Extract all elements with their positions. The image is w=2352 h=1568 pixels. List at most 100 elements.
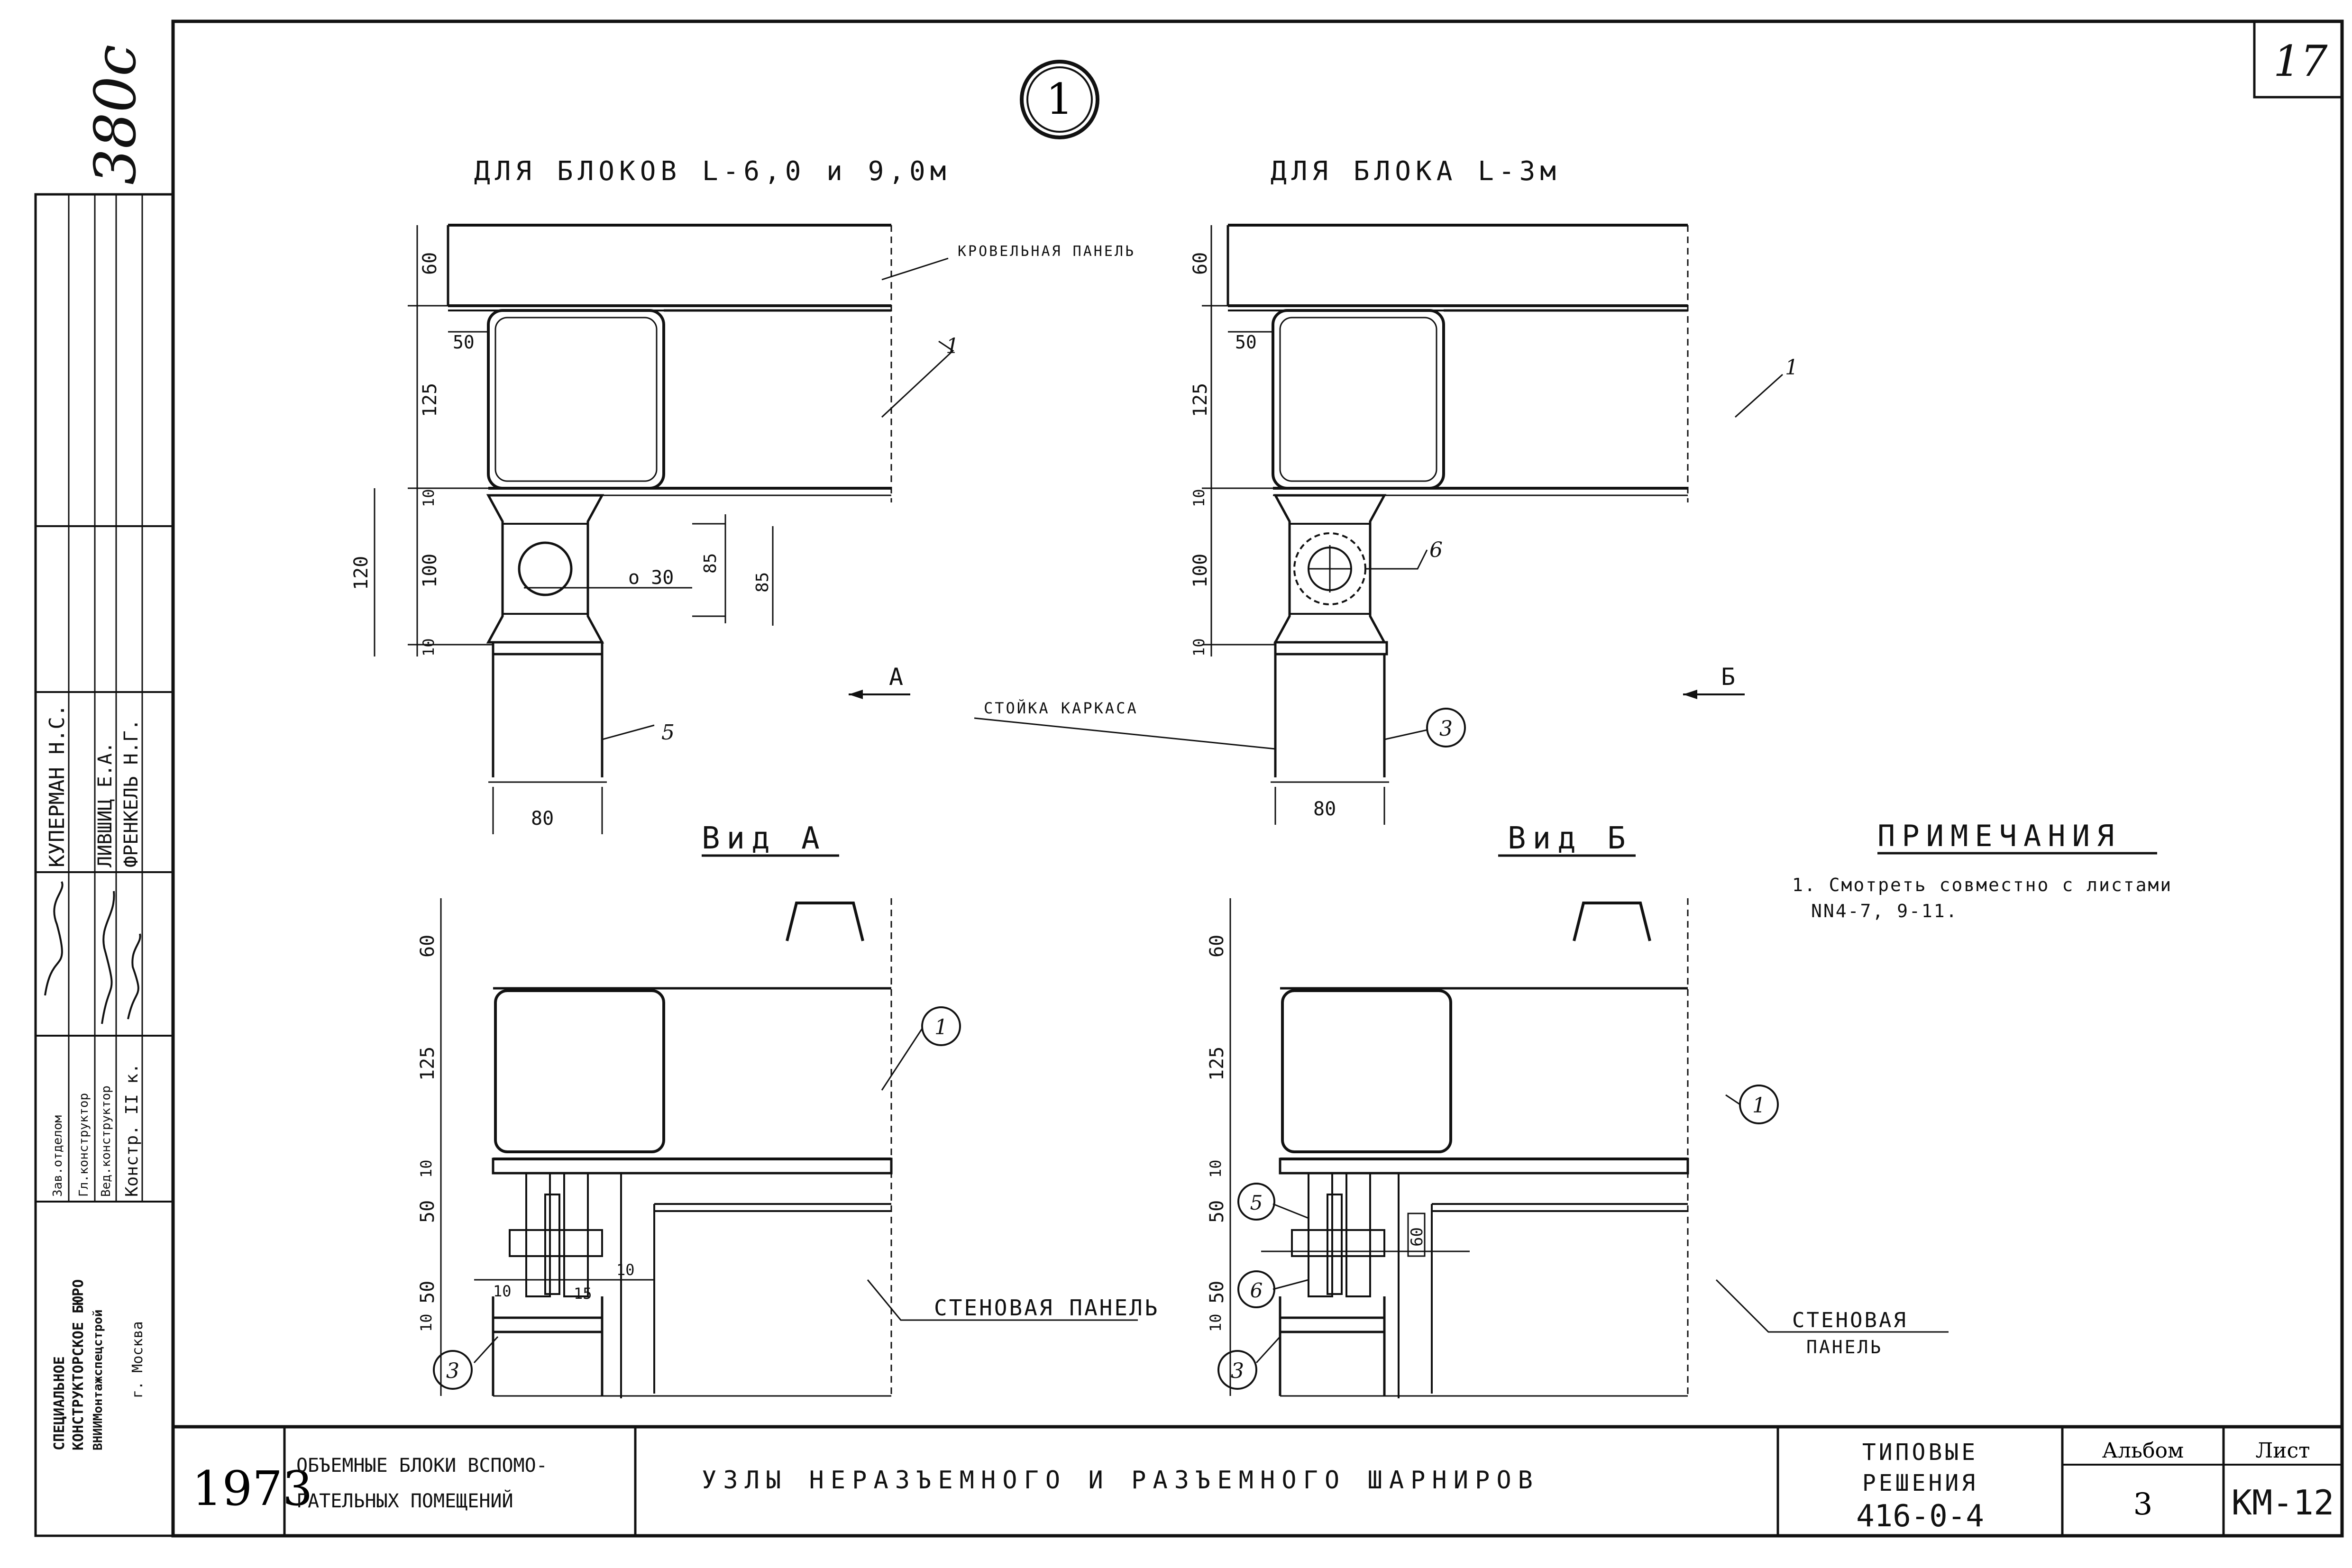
callout-5-tl: 5 (661, 720, 675, 745)
view-a-title: Вид А (702, 821, 826, 856)
title-block-3: ДЛЯ БЛОКА L-3м (1271, 156, 1561, 187)
object-line-2: ГАТЕЛЬНЫХ ПОМЕЩЕНИЙ (296, 1489, 513, 1512)
detail-top-right: ДЛЯ БЛОКА L-3м 60 125 100 10 10 50 80 (974, 156, 1798, 825)
dim-10-tl-b: 10 (420, 638, 438, 656)
dim-50-tl: 50 (453, 332, 475, 353)
arrow-b-label: Б (1721, 663, 1735, 691)
dim-50-vb-a: 50 (1206, 1200, 1228, 1223)
dim-10-va-a: 10 (417, 1159, 435, 1178)
callout-3-circle-va (433, 1350, 473, 1390)
dim-125-vb: 125 (1206, 1047, 1228, 1081)
callout-3-circle-vb (1217, 1350, 1257, 1390)
dim-85-tl-b: 85 (753, 572, 772, 593)
detail-number: 1 (1046, 74, 1073, 124)
callout-3-va: 3 (446, 1359, 459, 1383)
dim-125-tl: 125 (419, 383, 441, 417)
sheet-number-box (2253, 20, 2343, 99)
drawing-title: УЗЛЫ НЕРАЗЪЕМНОГО И РАЗЪЕМНОГО ШАРНИРОВ (702, 1466, 1539, 1495)
dim-10-va-b: 10 (417, 1313, 435, 1332)
roof-panel-label: КРОВЕЛЬНАЯ ПАНЕЛЬ (958, 243, 1135, 260)
dim-10-vb-b: 10 (1207, 1313, 1225, 1332)
title-blocks-6-9: ДЛЯ БЛОКОВ L-6,0 и 9,0м (474, 156, 951, 187)
dim-60-tr: 60 (1190, 252, 1211, 275)
dim-10-tl-a: 10 (420, 489, 438, 507)
callout-6-vb: 6 (1250, 1279, 1263, 1302)
side-stamp: Зав.отделом Гл.конструктор Вед.конструкт… (34, 193, 174, 1537)
callout-1-circle-va (921, 1006, 961, 1046)
callout-1-circle-vb (1739, 1085, 1779, 1124)
dim-50-va-b: 50 (417, 1281, 439, 1304)
callout-3-circle-tr (1426, 708, 1466, 748)
callout-1-va: 1 (934, 1015, 948, 1039)
object-line-1: ОБЪЕМНЫЕ БЛОКИ ВСПОМО- (296, 1455, 548, 1477)
wall-panel-label-a: СТЕНОВАЯ ПАНЕЛЬ (934, 1295, 1159, 1321)
dim-10-va-d: 10 (616, 1261, 635, 1279)
dim-80-tr: 80 (1313, 798, 1336, 820)
org-city: г. Москва (129, 1321, 146, 1398)
name-kuperman: КУПЕРМАН Н.С. (45, 704, 69, 867)
role-head: Зав.отделом (51, 1115, 65, 1197)
dim-10-vb-a: 10 (1207, 1159, 1225, 1178)
dim-100-tl: 100 (419, 554, 441, 588)
callout-3-vb: 3 (1231, 1359, 1244, 1383)
name-livshits: ЛИВШИЦ Е.А. (94, 742, 116, 867)
dim-60-vb: 60 (1206, 935, 1228, 957)
title-block: 1973 ОБЪЕМНЫЕ БЛОКИ ВСПОМО- ГАТЕЛЬНЫХ ПО… (173, 1425, 2342, 1536)
role-lead: Вед.конструктор (99, 1085, 113, 1197)
album-value: 3 (2133, 1487, 2153, 1522)
dim-60-va: 60 (417, 935, 439, 957)
dim-125-va: 125 (417, 1047, 439, 1081)
org-line-3: ВНИИМонтажспецстрой (91, 1310, 105, 1450)
wall-panel-label-b-2: ПАНЕЛЬ (1806, 1337, 1883, 1358)
dim-60-tl: 60 (419, 252, 441, 275)
view-b-title: Вид Б (1508, 821, 1632, 856)
dim-85-tl-a: 85 (701, 553, 720, 574)
series-line-3: 416-0-4 (1856, 1499, 1984, 1534)
year: 1973 (192, 1461, 313, 1516)
handwritten-sheet-number: 17 (2273, 36, 2328, 86)
callout-5-circle-vb (1237, 1183, 1275, 1221)
dim-15-va: 15 (574, 1285, 592, 1303)
signature-2 (101, 891, 115, 1024)
callout-5-vb: 5 (1250, 1191, 1263, 1214)
dim-120-tl: 120 (350, 556, 372, 590)
hole-dimension: о 30 (628, 567, 674, 589)
callout-3-tr: 3 (1439, 717, 1453, 741)
dim-10-tr-b: 10 (1190, 638, 1208, 656)
dim-80-tl: 80 (531, 808, 554, 830)
callout-1-tl: 1 (946, 334, 959, 358)
signature-1 (44, 881, 64, 996)
org-line-2: КОНСТРУКТОРСКОЕ БЮРО (70, 1279, 87, 1450)
arrow-a-label: А (889, 663, 903, 691)
org-line-1: СПЕЦИАЛЬНОЕ (51, 1356, 68, 1450)
dim-50-va-a: 50 (417, 1200, 439, 1223)
dim-125-tr: 125 (1190, 383, 1211, 417)
callout-1-vb: 1 (1752, 1094, 1766, 1118)
sheet-value: КМ-12 (2232, 1483, 2334, 1522)
notes-line-1: 1. Смотреть совместно с листами (1792, 875, 2172, 895)
view-b: Вид Б 60 125 10 50 50 10 60 1 5 (1206, 821, 1949, 1398)
notes-line-2: NN4-7, 9-11. (1811, 901, 1958, 921)
notes-heading: ПРИМЕЧАНИЯ (1877, 819, 2121, 853)
series-line-1: ТИПОВЫЕ (1862, 1439, 1978, 1466)
dim-10-va-c: 10 (493, 1282, 512, 1300)
album-label: Альбом (2102, 1439, 2184, 1463)
archive-number: 380с (83, 45, 149, 185)
dim-10-tr-a: 10 (1190, 489, 1208, 507)
dim-50-vb-b: 50 (1206, 1281, 1228, 1304)
callout-1-tr: 1 (1785, 356, 1798, 380)
dim-100-tr: 100 (1190, 554, 1211, 588)
role-chief: Гл.конструктор (77, 1093, 91, 1197)
notes: ПРИМЕЧАНИЯ 1. Смотреть совместно с листа… (1792, 819, 2172, 921)
view-a: Вид А 60 125 10 50 50 10 10 10 15 1 СТЕН… (417, 821, 1159, 1398)
wall-panel-label-b-1: СТЕНОВАЯ (1792, 1308, 1908, 1332)
signature-3 (127, 933, 141, 1020)
detail-number-circle (1020, 60, 1099, 139)
name-frenkel: ФРЕНКЕЛЬ Н.Г. (120, 719, 142, 867)
callout-6-circle-vb (1237, 1270, 1275, 1308)
detail-top-left: ДЛЯ БЛОКОВ L-6,0 и 9,0м о 30 60 125 100 … (350, 156, 1135, 834)
frame-post-label: СТОЙКА КАРКАСА (984, 699, 1138, 717)
role-designer: Констр. II к. (122, 1063, 142, 1197)
callout-6-tr: 6 (1429, 538, 1443, 562)
